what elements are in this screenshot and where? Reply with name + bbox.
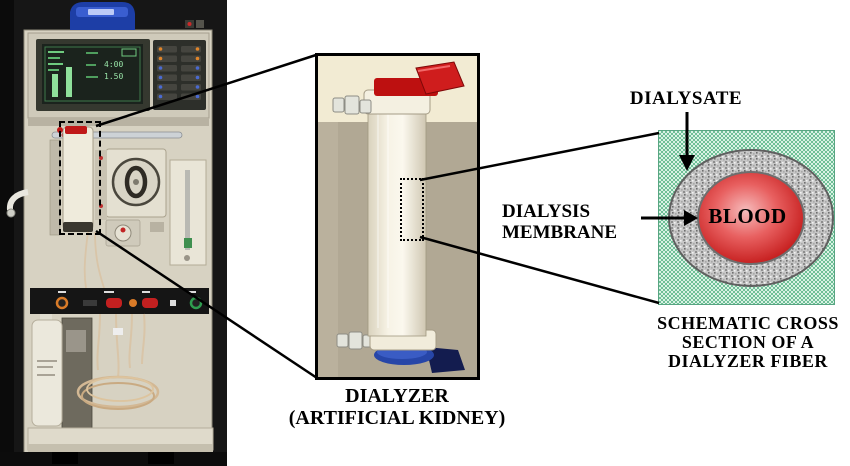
- cross-caption-line2: SECTION OF A: [681, 332, 815, 352]
- dialyzer-graphic: [318, 56, 477, 377]
- membrane-label-line1: DIALYSIS: [502, 201, 591, 222]
- machine-dialyzer-outline: [59, 121, 101, 235]
- fiber-sample-outline: [400, 178, 424, 241]
- machine-photo-graphic: 4:00 1.50: [0, 0, 227, 466]
- dialysate-field: BLOOD: [658, 130, 835, 305]
- dialysis-machine-photo: 4:00 1.50: [0, 0, 227, 466]
- machine-screen-value: 4:00: [104, 60, 123, 69]
- cross-caption-line3: DIALYZER FIBER: [668, 351, 828, 371]
- dialyzer-caption-line1: DIALYZER: [345, 385, 449, 407]
- dialyzer-caption-line2: (ARTIFICIAL KIDNEY): [288, 407, 506, 429]
- fiber-cross-section-graphic: [668, 149, 834, 287]
- dialysate-label: DIALYSATE: [629, 88, 743, 109]
- membrane-label-line2: MEMBRANE: [502, 222, 618, 243]
- membrane-label: DIALYSIS MEMBRANE: [502, 201, 617, 243]
- dialyzer-caption: DIALYZER (ARTIFICIAL KIDNEY): [269, 385, 525, 429]
- machine-screen-value: 1.50: [104, 72, 123, 81]
- cross-section-caption: SCHEMATIC CROSS SECTION OF A DIALYZER FI…: [618, 314, 850, 371]
- blood-label: BLOOD: [708, 204, 787, 228]
- cross-caption-line1: SCHEMATIC CROSS: [657, 313, 839, 333]
- dialyzer-photo-panel: [315, 53, 480, 380]
- blood-core: [697, 171, 805, 265]
